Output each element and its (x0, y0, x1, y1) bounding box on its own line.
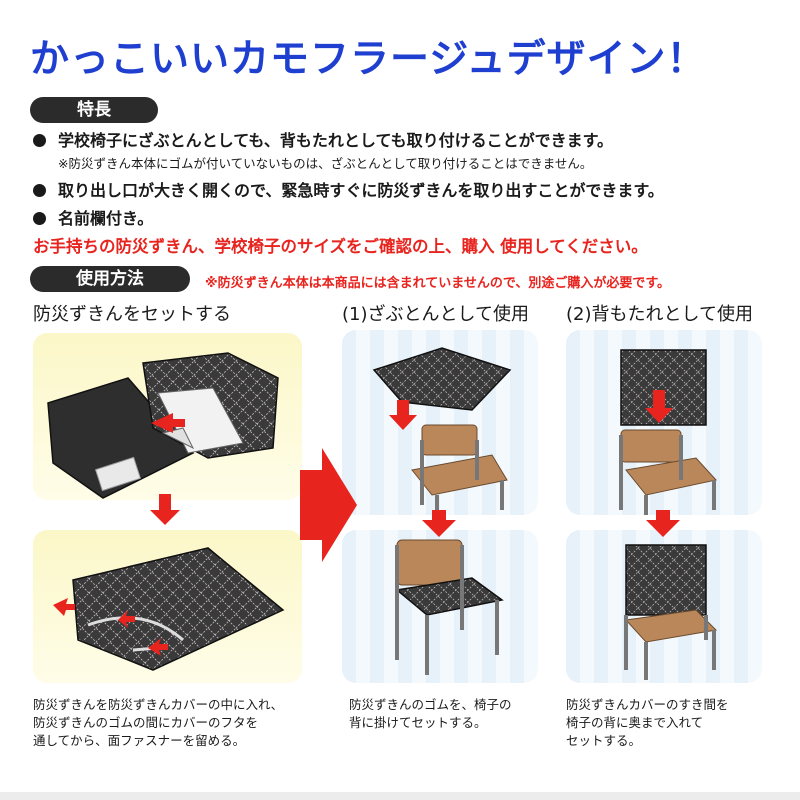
down-arrow-icon (150, 494, 180, 525)
purchase-warning: お手持ちの防災ずきん、学校椅子のサイズをご確認の上、購入 使用してください。 (33, 237, 648, 256)
panel-cushion-before (342, 330, 538, 515)
caption-line: 通してから、面ファスナーを留める。 (33, 733, 246, 748)
red-arrow-icon (53, 598, 75, 616)
fastened-cover-illustration (53, 547, 285, 671)
feature-note: ※防災ずきん本体にゴムが付いていないものは、ざぶとんとして取り付けることはできま… (58, 156, 593, 171)
caption-line: 背に掛けてセットする。 (349, 715, 487, 730)
backrest-set-illustration (624, 544, 718, 680)
step-title-cushion: (1)ざぶとんとして使用 (342, 304, 529, 325)
feature-text: 取り出し口が大きく開くので、緊急時すぐに防災ずきんを取り出すことができます。 (58, 181, 664, 200)
usage-note: ※防災ずきん本体は本商品には含まれていませんので、別途ご購入が必要です。 (205, 276, 671, 291)
caption-line: 防災ずきんを防災ずきんカバーの中に入れ、 (33, 697, 284, 712)
cushion-set-illustration (395, 539, 504, 675)
down-arrow-icon (422, 510, 456, 537)
usage-heading: 使用方法 (30, 266, 190, 292)
panel-fasten-cover (33, 530, 302, 683)
panel-cushion-after (342, 530, 538, 683)
caption-backrest: 防災ずきんカバーのすき間を 椅子の背に奥まで入れて セットする。 (566, 696, 729, 750)
panel-set-cover (33, 333, 302, 500)
feature-text: 学校椅子にざぶとんとしても、背もたれとしても取り付けることができます。 (58, 131, 614, 150)
bullet-icon (33, 134, 46, 147)
footer-divider (0, 792, 800, 800)
panel-backrest-after (566, 530, 762, 683)
caption-set-cover: 防災ずきんを防災ずきんカバーの中に入れ、 防災ずきんのゴムの間にカバーのフタを … (33, 696, 283, 750)
caption-cushion: 防災ずきんのゴムを、椅子の 背に掛けてセットする。 (349, 696, 512, 732)
red-arrow-icon (118, 610, 135, 628)
feature-item-3: 名前欄付き。 (33, 205, 153, 229)
caption-line: 椅子の背に奥まで入れて (566, 715, 704, 730)
page-title: かっこいいカモフラージュデザイン！ (30, 37, 707, 82)
step-title-backrest: (2)背もたれとして使用 (566, 304, 753, 325)
feature-text: 名前欄付き。 (58, 209, 154, 228)
cushion-attach-illustration (372, 347, 512, 515)
down-arrow-icon (646, 510, 680, 537)
step-title-set: 防災ずきんをセットする (33, 304, 231, 325)
caption-line: 防災ずきんカバーのすき間を (566, 697, 729, 712)
caption-line: セットする。 (566, 733, 642, 748)
right-arrow-icon (300, 448, 357, 562)
red-arrow-icon (151, 413, 185, 433)
caption-line: 防災ずきんのゴムを、椅子の (349, 697, 512, 712)
feature-item-2: 取り出し口が大きく開くので、緊急時すぐに防災ずきんを取り出すことができます。 (33, 177, 664, 201)
panel-backrest-before (566, 330, 762, 515)
bullet-icon (33, 212, 46, 225)
red-arrow-icon (645, 390, 673, 423)
red-arrow-icon (389, 400, 417, 430)
backrest-attach-illustration (619, 349, 717, 515)
caption-line: 防災ずきんのゴムの間にカバーのフタを (33, 715, 259, 730)
feature-item-1: 学校椅子にざぶとんとしても、背もたれとしても取り付けることができます。 (33, 127, 613, 151)
bullet-icon (33, 184, 46, 197)
features-heading: 特長 (30, 97, 158, 123)
red-arrow-icon (148, 638, 168, 656)
cover-insert-illustration (47, 352, 279, 499)
